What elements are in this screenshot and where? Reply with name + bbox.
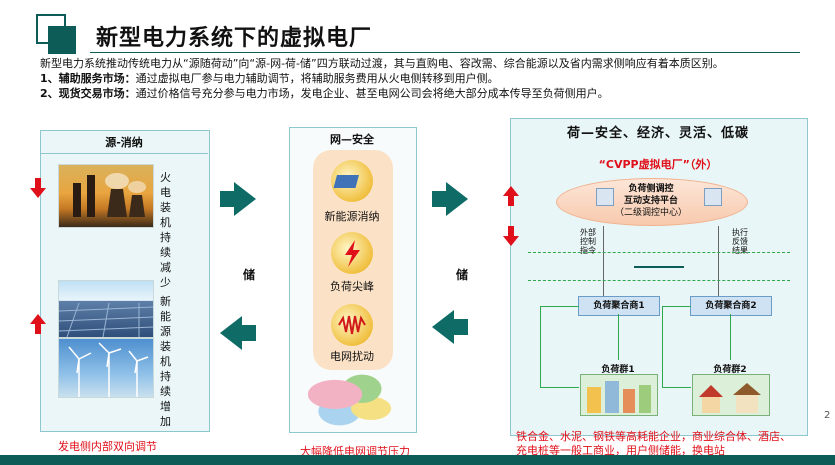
intro-item-1-title: 1、辅助服务市场： <box>40 72 136 85</box>
platform-connector <box>634 266 684 268</box>
platform-line-1: 负荷侧调控 <box>628 184 674 194</box>
wave-icon <box>331 304 373 346</box>
arrow-up-icon <box>503 186 519 196</box>
group-1-label: 负荷群1 <box>601 365 635 375</box>
building-icon <box>587 381 651 413</box>
aggregator-2: 负荷聚合商2 <box>690 296 772 316</box>
grid-item-label: 负荷尖峰 <box>330 280 374 293</box>
feedback-line <box>718 226 719 296</box>
renewable-up-arrow <box>30 314 46 334</box>
load-group-2 <box>692 374 770 416</box>
arrow-up-icon <box>30 314 46 324</box>
arrow-right-icon <box>446 182 468 216</box>
grid-item-label: 新能源消纳 <box>324 210 380 223</box>
arrow-stem <box>35 324 41 334</box>
platform-line-3: （二级调控中心） <box>614 208 687 218</box>
bottom-bar <box>0 455 835 465</box>
source-footer: 发电侧内部双向调节 <box>58 440 157 453</box>
intro-item-2-title: 2、现货交易市场： <box>40 87 136 100</box>
operator-right-icon <box>704 188 722 206</box>
solar-panels-icon <box>58 302 154 338</box>
thermal-plant-image <box>58 164 154 228</box>
dashed-divider <box>528 252 790 253</box>
thermal-text: 火电装机持续减少 <box>160 171 171 289</box>
intro-item-1: 1、辅助服务市场：通过虚拟电厂参与电力辅助调节，将辅助服务费用从火电侧转移到用户… <box>40 71 724 86</box>
storage-label-right: 储 <box>456 268 469 282</box>
arrow-stem <box>454 319 468 335</box>
wind-turbine-icon <box>68 342 149 397</box>
load-group-1 <box>580 374 658 416</box>
arrow-left-icon <box>432 310 454 344</box>
arrow-stem <box>242 325 256 341</box>
arrow-stem <box>508 196 514 206</box>
intro-text: 新型电力系统推动传统电力从“源随荷动”向“源-网-荷-储”四方联动过渡，其与直购… <box>40 56 724 101</box>
group-2-label: 负荷群2 <box>713 365 747 375</box>
load-footer-line-2: 充电桩等一般工商业，用户侧储能，换电站 <box>516 444 725 457</box>
title-divider <box>90 52 800 53</box>
load-down-arrow <box>503 226 519 246</box>
arrow-grid-to-load <box>432 182 468 216</box>
grid-footer: 大幅降低电网调节压力 <box>300 445 410 458</box>
arrow-grid-to-source <box>220 316 256 350</box>
source-panel-header: 源-消纳 <box>40 134 208 154</box>
intro-line-1: 新型电力系统推动传统电力从“源随荷动”向“源-网-荷-储”四方联动过渡，其与直购… <box>40 57 724 70</box>
arrow-stem <box>508 226 514 236</box>
agg1-to-group-line <box>618 314 619 360</box>
arrow-down-icon <box>30 188 46 198</box>
china-map-image <box>308 372 398 428</box>
aggregator-2-bracket <box>662 306 691 388</box>
intro-item-2: 2、现货交易市场：通过价格信号充分参与电力市场，发电企业、甚至电网公司会将绝大部… <box>40 86 724 101</box>
lightning-icon <box>331 232 373 274</box>
load-footer: 铁合金、水泥、钢铁等高耗能企业，商业综合体、酒店、 充电桩等一般工商业，用户侧储… <box>516 430 791 458</box>
house-icon <box>699 383 761 413</box>
command-line <box>603 226 604 296</box>
load-footer-line-1: 铁合金、水泥、钢铁等高耗能企业，商业综合体、酒店、 <box>516 430 791 443</box>
agg2-to-group-line <box>730 314 731 360</box>
arrow-right-icon <box>234 182 256 216</box>
storage-label-left: 储 <box>243 268 256 282</box>
dashed-divider <box>528 280 790 281</box>
page-number: 2 <box>824 410 831 421</box>
intro-item-1-text: 通过虚拟电厂参与电力辅助调节，将辅助服务费用从火电侧转移到用户侧。 <box>135 72 499 85</box>
page-title: 新型电力系统下的虚拟电厂 <box>96 26 373 51</box>
aggregator-1-bracket <box>540 306 579 388</box>
arrow-down-icon <box>503 236 519 246</box>
solar-farm-image <box>58 280 154 338</box>
logo-fill <box>48 26 76 54</box>
solar-panel-icon <box>331 160 373 202</box>
load-up-arrow <box>503 186 519 206</box>
grid-panel-header: 网—安全 <box>330 133 374 146</box>
arrow-source-to-grid <box>220 182 256 216</box>
load-panel-header: 荷—安全、经济、灵活、低碳 <box>566 126 749 141</box>
arrow-load-to-grid <box>432 310 468 344</box>
arrow-stem <box>35 178 41 188</box>
aggregator-1: 负荷聚合商1 <box>578 296 660 316</box>
feedback-note: 执行反馈结果 <box>732 228 748 255</box>
renewable-text: 新能源装机持续增加 <box>160 295 171 428</box>
grid-item-label: 电网扰动 <box>330 350 374 363</box>
external-command-note: 外部控制指令 <box>580 228 596 255</box>
intro-item-2-text: 通过价格信号充分参与电力市场，发电企业、甚至电网公司会将绝大部分成本传导至负荷侧… <box>135 87 609 100</box>
arrow-stem <box>220 191 234 207</box>
cvpp-title: “CVPP虚拟电厂”（外） <box>598 158 718 171</box>
wind-farm-image <box>58 338 154 398</box>
thermal-plant-icon <box>73 173 146 217</box>
operator-left-icon <box>596 188 614 206</box>
arrow-stem <box>432 191 446 207</box>
thermal-down-arrow <box>30 178 46 198</box>
platform-line-2: 互动支持平台 <box>623 196 678 206</box>
arrow-left-icon <box>220 316 242 350</box>
